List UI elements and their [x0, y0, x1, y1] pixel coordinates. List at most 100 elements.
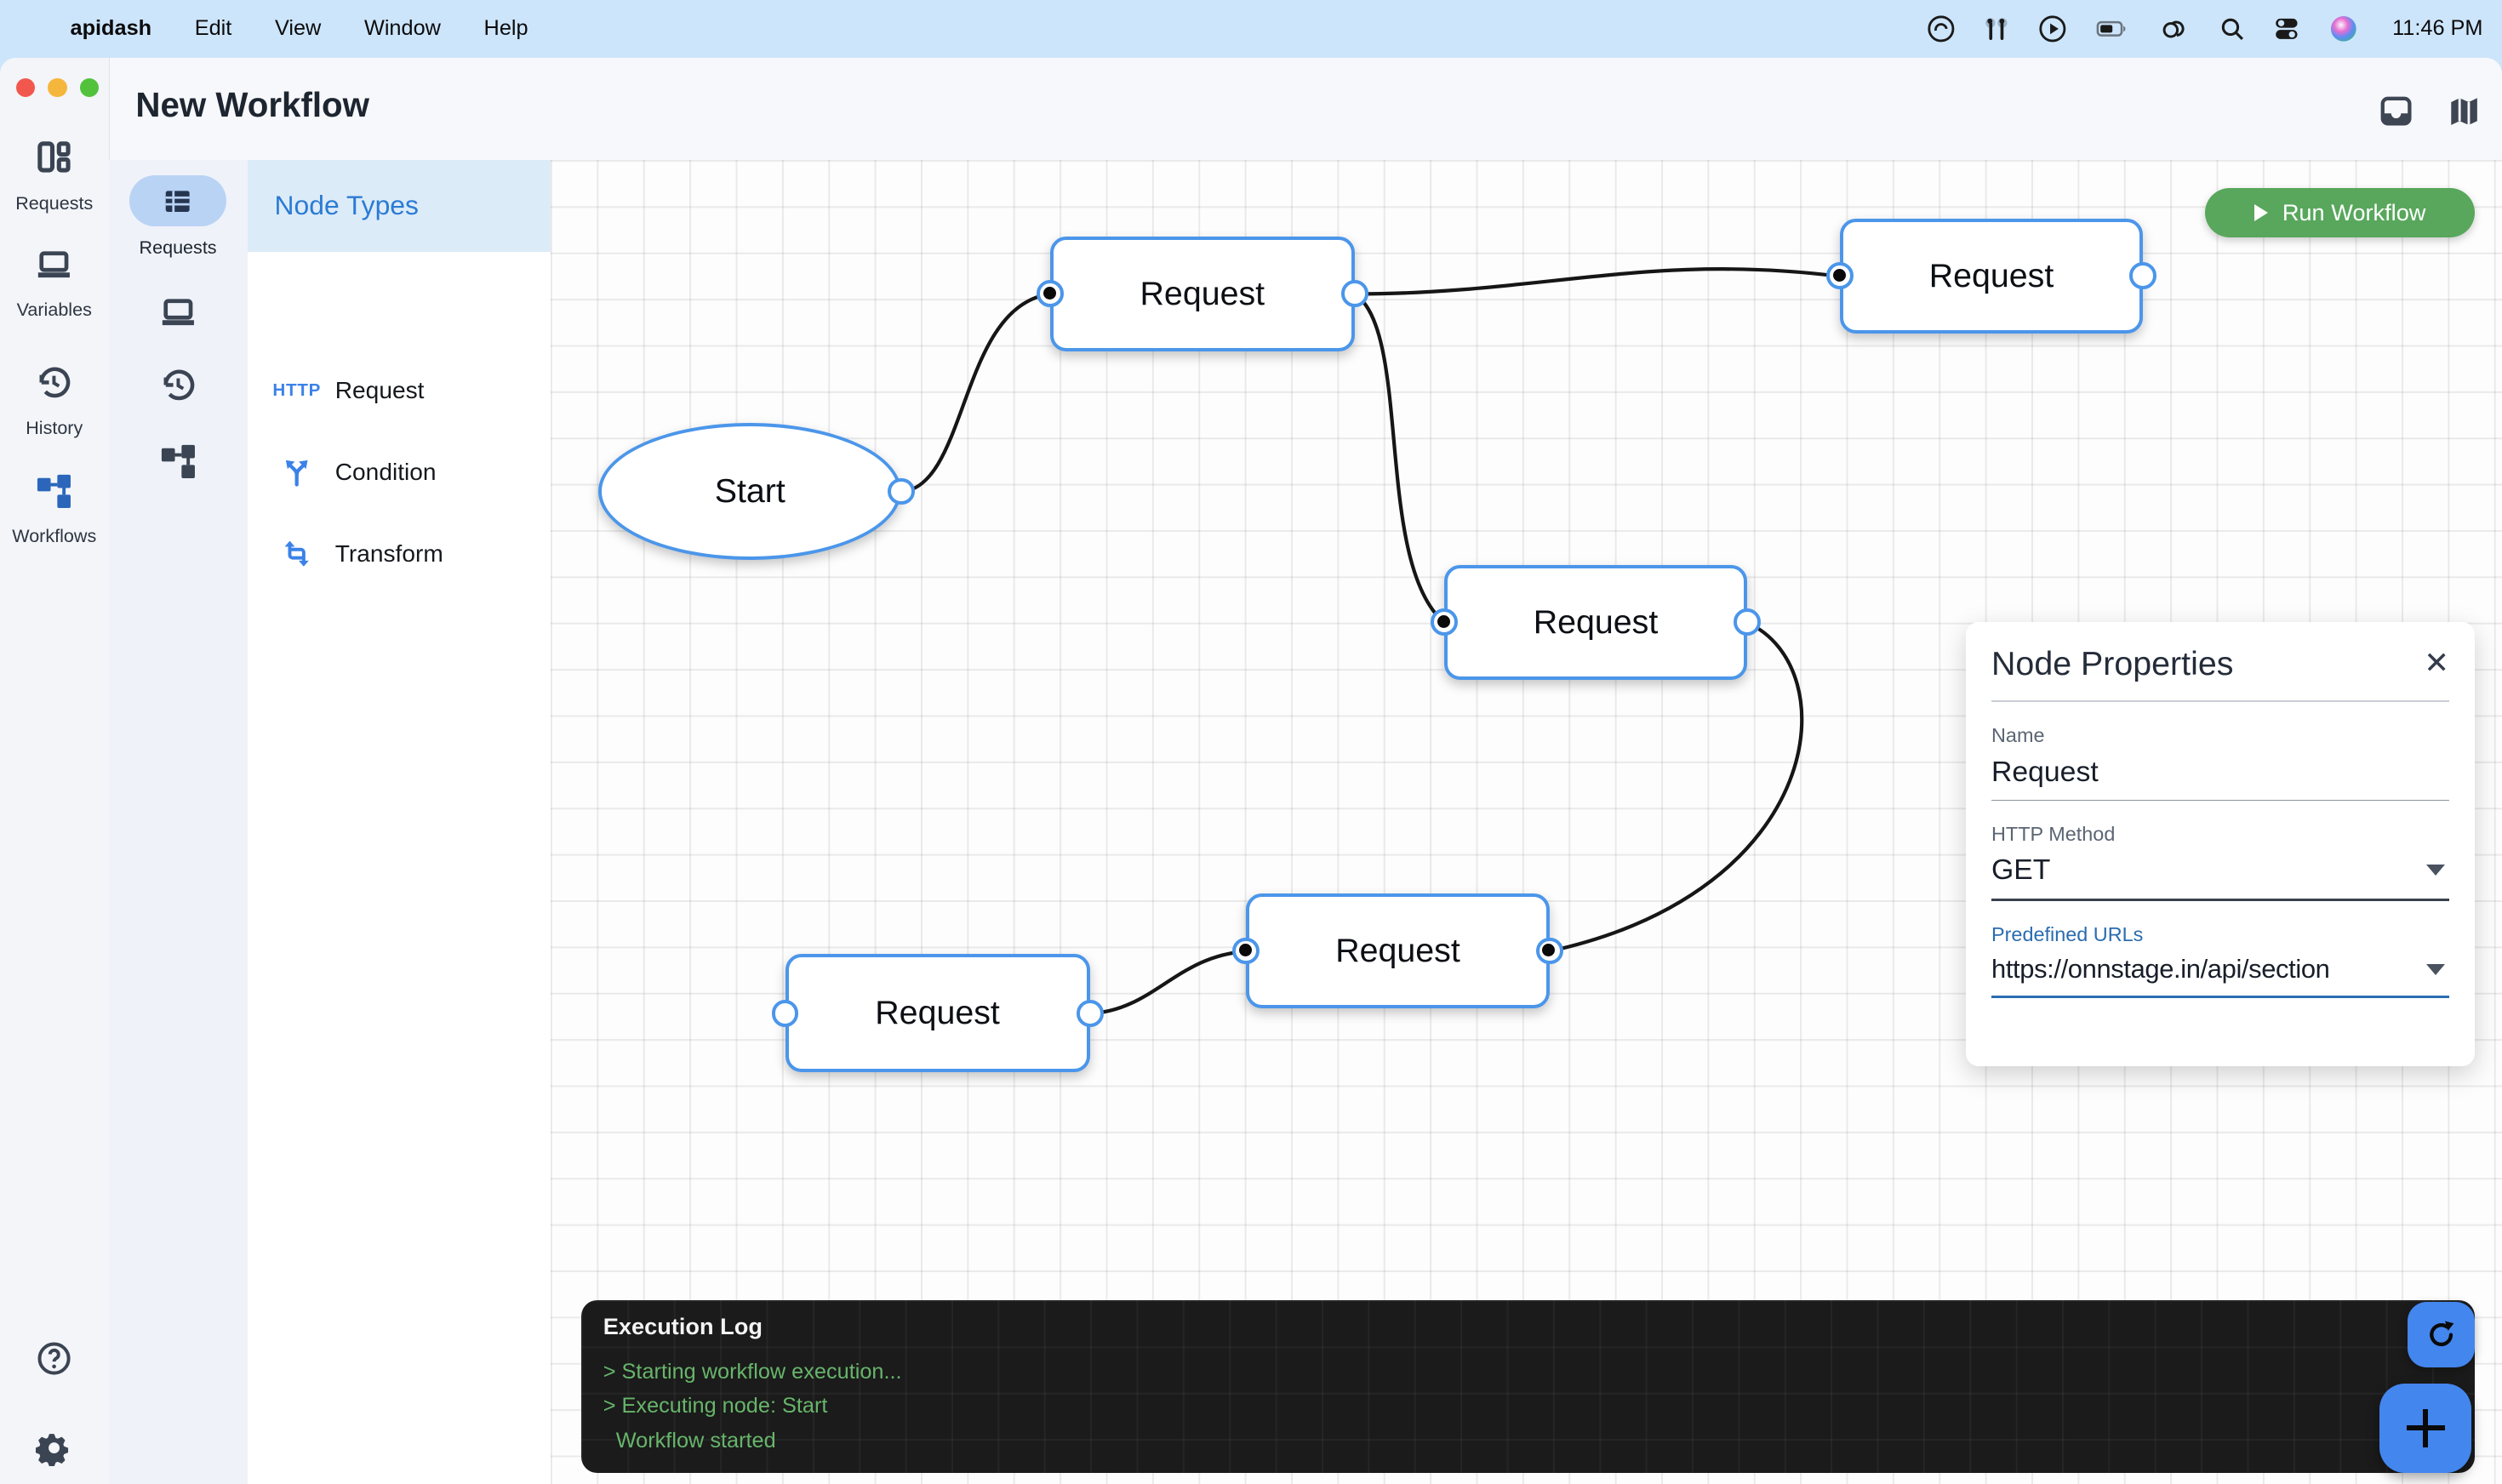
play-circle-icon[interactable] — [2038, 14, 2067, 43]
method-field-label: HTTP Method — [1991, 823, 2116, 845]
urls-select-value: https://onnstage.in/api/section — [1991, 954, 2330, 985]
panel-title: Node Properties — [1991, 644, 2234, 682]
sidebar-item-variables[interactable]: Variables — [0, 244, 109, 321]
port-start-out[interactable] — [888, 477, 916, 505]
log-line: > Starting workflow execution... — [603, 1360, 902, 1384]
minimize-window-button[interactable] — [48, 77, 67, 98]
port-request2-out[interactable] — [2129, 262, 2157, 290]
history-icon — [163, 369, 194, 401]
battery-icon[interactable] — [2094, 14, 2132, 43]
node-request-2[interactable]: Request — [1839, 218, 2144, 334]
port-request1-out[interactable] — [1340, 280, 1368, 307]
add-node-button[interactable] — [2379, 1383, 2472, 1473]
port-request4-out[interactable] — [1076, 999, 1104, 1027]
node-label: Request — [1533, 602, 1659, 641]
dashboard-icon — [37, 141, 71, 173]
laptop-icon — [162, 299, 194, 326]
sidebar-label: Workflows — [12, 525, 97, 547]
execution-log-panel: Execution Log > Starting workflow execut… — [581, 1300, 2476, 1473]
node-label: Request — [1140, 274, 1265, 312]
map-icon[interactable] — [2446, 93, 2482, 129]
node-request-4[interactable]: Request — [785, 954, 1090, 1072]
http-icon: HTTP — [272, 380, 322, 401]
node-label: Request — [1335, 932, 1460, 969]
sidebar-label: History — [26, 416, 83, 438]
rail-item-workflows[interactable] — [109, 441, 248, 488]
node-request-1[interactable]: Request — [1049, 236, 1355, 351]
linked-rings-icon[interactable] — [2159, 14, 2191, 43]
name-field[interactable]: Request — [1991, 755, 2450, 801]
history-icon — [39, 367, 71, 397]
spotlight-icon[interactable] — [2219, 15, 2246, 43]
refresh-log-button[interactable] — [2408, 1302, 2476, 1367]
page-title: New Workflow — [135, 86, 370, 125]
port-request3-in[interactable] — [1430, 608, 1458, 636]
node-request-5[interactable]: Request — [1246, 893, 1550, 1008]
palette-item-condition[interactable]: Condition — [248, 441, 551, 505]
airpods-icon[interactable] — [1982, 14, 2011, 43]
settings-button[interactable] — [0, 1430, 109, 1473]
gear-icon — [35, 1434, 69, 1467]
rail-item-variables[interactable] — [109, 292, 248, 339]
condition-branch-icon — [285, 460, 308, 487]
node-properties-panel: Node Properties ✕ Name Request HTTP Meth… — [1966, 622, 2476, 1066]
port-request3-out[interactable] — [1734, 608, 1762, 636]
rail-item-requests[interactable] — [129, 175, 227, 227]
palette-item-label: Transform — [334, 539, 443, 567]
laptop-icon — [38, 251, 71, 277]
edge-request1-request2 — [1354, 266, 1841, 296]
play-icon — [2254, 204, 2268, 222]
clock: 11:46 PM — [2392, 16, 2483, 41]
rail-item-label: Requests — [139, 236, 217, 258]
name-field-value: Request — [1991, 755, 2099, 788]
urls-field-label: Predefined URLs — [1991, 922, 2144, 945]
node-request-3[interactable]: Request — [1443, 564, 1748, 680]
rail-item-history[interactable] — [109, 365, 248, 412]
run-workflow-label: Run Workflow — [2282, 199, 2426, 226]
siri-icon[interactable] — [2328, 14, 2359, 44]
workflow-icon — [37, 475, 71, 509]
urls-select[interactable]: https://onnstage.in/api/section — [1991, 954, 2450, 999]
run-workflow-button[interactable]: Run Workflow — [2205, 188, 2476, 238]
menu-edit[interactable]: Edit — [194, 16, 232, 41]
port-request2-in[interactable] — [1825, 262, 1854, 290]
method-select[interactable]: GET — [1991, 853, 2450, 901]
menu-window[interactable]: Window — [363, 16, 441, 41]
sidebar-item-workflows[interactable]: Workflows — [0, 471, 109, 547]
app-window: Requests Variables History Workflows New… — [0, 57, 2502, 1484]
port-request5-in[interactable] — [1232, 937, 1260, 965]
node-label: Start — [714, 472, 785, 510]
node-start[interactable]: Start — [598, 422, 902, 561]
help-button[interactable] — [0, 1340, 109, 1384]
port-request1-in[interactable] — [1036, 280, 1064, 307]
port-request4-in[interactable] — [771, 999, 799, 1027]
app-sidebar: Requests Variables History Workflows — [0, 57, 110, 1484]
app-menu-title[interactable]: apidash — [70, 16, 152, 41]
close-window-button[interactable] — [15, 77, 36, 98]
menu-view[interactable]: View — [274, 16, 322, 41]
secondary-rail: Requests — [108, 159, 248, 1484]
sidebar-item-requests[interactable]: Requests — [0, 137, 109, 214]
chevron-down-icon — [2425, 963, 2445, 975]
close-icon[interactable]: ✕ — [2424, 646, 2450, 681]
edge-request4-request5 — [1089, 949, 1247, 1015]
node-types-panel: Node Types HTTP Request Condition Transf… — [247, 159, 551, 1484]
window-controls — [15, 77, 100, 98]
palette-item-label: Condition — [334, 459, 437, 485]
workflow-icon — [161, 444, 195, 478]
palette-item-request[interactable]: HTTP Request — [248, 359, 551, 423]
plus-icon — [2406, 1408, 2445, 1447]
control-center-icon[interactable] — [2272, 14, 2301, 43]
port-request5-out[interactable] — [1535, 937, 1563, 965]
chevron-down-icon — [2425, 865, 2445, 876]
workflow-canvas[interactable]: Start Request Request Request Request Re… — [550, 159, 2502, 1484]
execution-log-title: Execution Log — [603, 1313, 763, 1340]
zoom-window-button[interactable] — [79, 77, 100, 98]
creative-cloud-icon[interactable] — [1927, 14, 1956, 43]
edge-start-request1 — [901, 291, 1051, 494]
save-tray-icon[interactable] — [2378, 93, 2414, 129]
sidebar-label: Requests — [15, 191, 94, 214]
sidebar-item-history[interactable]: History — [0, 362, 109, 439]
palette-item-transform[interactable]: Transform — [248, 522, 551, 585]
menu-help[interactable]: Help — [483, 16, 528, 41]
